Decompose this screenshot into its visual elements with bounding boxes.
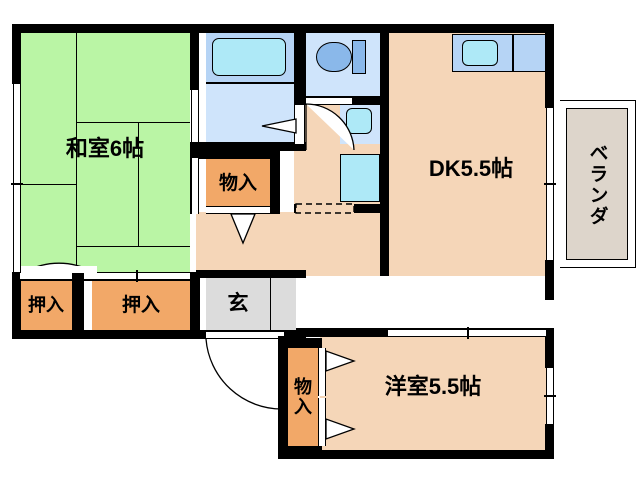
fusuma-mark bbox=[136, 270, 138, 282]
wall-monoire-2-top bbox=[278, 338, 322, 348]
label-monoire-1: 物入 bbox=[218, 172, 257, 194]
wall-monoire-1-right bbox=[270, 150, 280, 214]
window-yoshitsu-right-2[interactable] bbox=[546, 396, 554, 424]
label-veranda: ベランダ bbox=[586, 143, 608, 227]
sliding-door-washitsu[interactable] bbox=[191, 90, 199, 148]
bathtub-icon bbox=[212, 38, 286, 76]
sliding-door-dk-yoshitsu[interactable] bbox=[388, 329, 468, 337]
wall-yoshitsu-right-upper bbox=[545, 336, 554, 368]
wall-yoshitsu-bottom bbox=[278, 450, 554, 459]
entrance-door[interactable] bbox=[206, 331, 284, 339]
monoire-1-door[interactable] bbox=[206, 206, 270, 214]
balcony-fill bbox=[566, 108, 628, 260]
bath-inner-div bbox=[206, 82, 294, 84]
monoire-2-fold-icon-top bbox=[325, 350, 356, 372]
label-genkan: 玄 bbox=[227, 291, 249, 315]
room-washitsu-fill bbox=[20, 32, 190, 274]
tatami-line-h-top bbox=[76, 122, 190, 123]
wall-dk-right-lower bbox=[545, 260, 554, 300]
label-washitsu: 和室6帖 bbox=[65, 136, 145, 161]
entrance-door-swing-icon bbox=[205, 338, 283, 410]
sliding-door-washitsu-2[interactable] bbox=[191, 158, 199, 214]
wall-dk-left bbox=[380, 24, 389, 276]
window-dk-balcony-2[interactable] bbox=[546, 184, 554, 260]
closet-monoire-2-fill bbox=[286, 348, 318, 446]
wall-bottom-left bbox=[12, 330, 300, 339]
window-washitsu-left[interactable] bbox=[13, 84, 21, 184]
washbasin-icon bbox=[346, 108, 372, 134]
corridor-patch bbox=[199, 214, 269, 270]
wall-closet-left-edge bbox=[12, 280, 21, 330]
window-washitsu-left-2[interactable] bbox=[13, 184, 21, 272]
sliding-door-dk-yoshitsu-2[interactable] bbox=[468, 329, 546, 337]
tatami-line-h-bot bbox=[76, 246, 190, 247]
monoire-2-door[interactable] bbox=[318, 348, 326, 396]
wall-left-upper bbox=[12, 24, 21, 84]
sliding-door-mark bbox=[467, 327, 469, 339]
room-dk-fill bbox=[388, 32, 554, 276]
tatami-line-h-left bbox=[20, 184, 76, 185]
window-dk-balcony-mark bbox=[544, 183, 556, 185]
toilet-door-swing-icon bbox=[305, 103, 355, 151]
washing-machine-icon bbox=[340, 154, 380, 202]
wall-monoire-1-top bbox=[199, 150, 279, 159]
wall-dk-right-upper bbox=[545, 24, 554, 108]
kitchen-counter-divider bbox=[512, 34, 514, 72]
wall-closet-right-edge bbox=[190, 272, 200, 338]
toilet-door[interactable] bbox=[306, 97, 352, 105]
wall-yoshitsu-right-lower bbox=[545, 424, 554, 458]
window-yoshitsu-mark bbox=[544, 395, 556, 397]
label-yoshitsu: 洋室5.5帖 bbox=[384, 374, 482, 399]
window-dk-balcony[interactable] bbox=[546, 108, 554, 184]
genkan-step-line bbox=[270, 276, 271, 330]
closet-monoire-1-fill bbox=[206, 158, 270, 208]
closet-oshiire-2-fill bbox=[92, 280, 190, 330]
monoire-2-door-2[interactable] bbox=[318, 398, 326, 446]
wall-between-closets bbox=[72, 280, 84, 330]
wall-top-outer bbox=[12, 24, 554, 33]
wall-yoshitsu-left bbox=[278, 336, 288, 458]
label-oshiire-2: 押入 bbox=[121, 294, 160, 316]
opening-dashed bbox=[295, 203, 355, 214]
washitsu-door-gap bbox=[21, 266, 97, 273]
room-yoshitsu-fill bbox=[320, 336, 550, 458]
wall-bath-bottom bbox=[190, 142, 306, 151]
window-yoshitsu-right[interactable] bbox=[546, 368, 554, 396]
toilet-icon bbox=[316, 42, 352, 72]
wall-bath-right bbox=[294, 24, 306, 104]
wall-genkan-top bbox=[196, 270, 306, 278]
label-dk: DK5.5帖 bbox=[428, 156, 514, 181]
tatami-line-v bbox=[76, 32, 77, 274]
wall-monoire-2-bottom bbox=[278, 446, 322, 458]
genkan-fill bbox=[206, 276, 296, 330]
bath-door-arrow-icon bbox=[261, 118, 297, 134]
kitchen-sink-icon bbox=[462, 40, 498, 66]
closet-oshiire-1-fill bbox=[20, 280, 72, 330]
tatami-line-v-mid bbox=[138, 122, 139, 246]
monoire-1-fold-icon-2 bbox=[230, 213, 256, 245]
window-washitsu-mark bbox=[11, 183, 23, 185]
wall-washitsu-right bbox=[190, 24, 199, 90]
label-monoire-2: 物入 bbox=[292, 377, 312, 417]
balcony-outer-rail bbox=[560, 100, 636, 268]
toilet-tank-icon bbox=[352, 40, 366, 74]
monoire-2-fold-icon-bottom bbox=[325, 418, 356, 440]
label-oshiire-1: 押入 bbox=[28, 295, 64, 315]
